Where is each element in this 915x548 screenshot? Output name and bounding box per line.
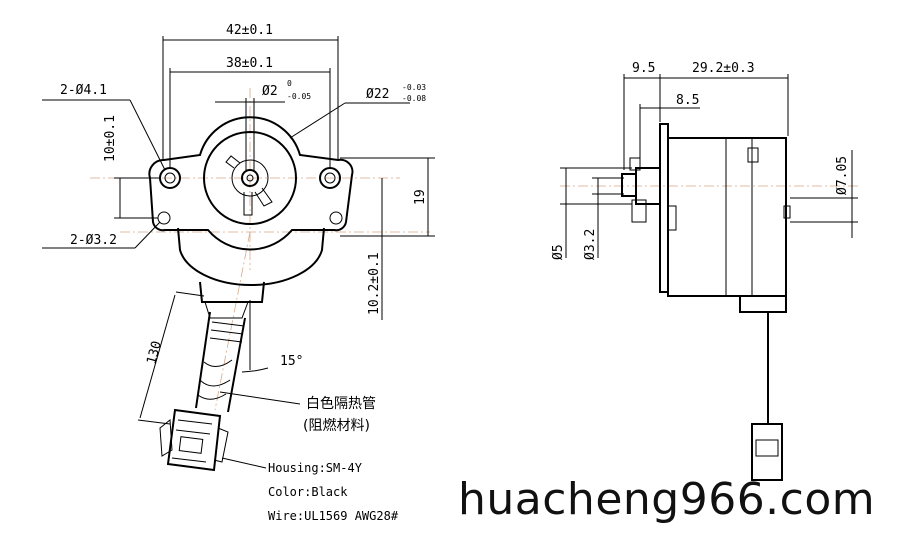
notes: 白色隔热管 (阻燃材料) Housing:SM-4Y Color:Black W… [268,395,399,523]
dim-10-text: 10±0.1 [103,115,118,162]
leader-sleeve-note [219,391,301,405]
note-housing: Housing:SM-4Y [268,461,363,475]
note-wire: Wire:UL1569 AWG28# [268,509,399,523]
flange-outline [148,116,354,251]
centerline-cable [214,231,251,411]
note-color: Color:Black [268,485,348,499]
ext-line-130-bottom [137,419,171,425]
leader-body-dia [289,102,346,139]
motor-body-lower [177,227,325,286]
dim-38-text: 38±0.1 [226,56,273,71]
front-view: 42±0.1 38±0.1 Ø2 0 -0.05 Ø22 -0.03 -0.08… [42,23,435,472]
side-flange-clip [667,205,677,231]
dim-body-text: Ø22 [366,87,389,102]
dim-body-tol-upper: -0.03 [402,83,426,92]
side-rear-box [739,295,787,313]
dim-8-5-text: 8.5 [676,93,699,108]
leader-holes-small [134,221,161,249]
dim-line-130 [139,294,176,419]
hub-blade-right [254,187,273,207]
dim-29-2-text: 29.2±0.3 [692,61,755,76]
connector-housing [159,408,229,472]
dim-shaft-text: Ø2 [262,84,278,99]
leader-holes-large [129,99,166,171]
dim-holes-small-text: 2-Ø3.2 [70,233,117,248]
side-connector-latch [755,439,779,457]
watermark: huacheng966.com [458,474,876,525]
side-shaft [621,173,637,197]
cable-gland-lower [204,301,249,319]
small-hole-right [329,211,343,225]
dim-d7-text: Ø7.05 [835,156,850,195]
hub-blade-left [225,155,241,169]
note-sleeve-line2: (阻燃材料) [303,417,370,434]
side-flange [659,123,669,293]
leader-housing-note [221,457,267,469]
side-hub-tab-top [629,157,641,171]
dim-19-text: 19 [413,189,428,205]
dim-10-2-text: 10.2±0.1 [367,252,382,315]
motor-body-circle [203,131,297,225]
dim-9-5-text: 9.5 [632,61,655,76]
ribbed-sleeve [195,311,246,413]
note-sleeve-line1: 白色隔热管 [306,395,376,412]
side-body-notch [747,147,759,163]
dim-130-text: 130 [144,339,165,366]
side-connector [751,423,783,481]
side-hub-tab-bottom [631,199,647,223]
shaft [241,169,259,187]
dim-shaft-tol-upper: 0 [287,79,292,88]
dim-42-text: 42±0.1 [226,23,273,38]
dim-d5-text: Ø5 [551,244,566,260]
cable-gland [199,281,265,303]
hub-blade-bottom [243,192,253,216]
side-rear-tab [783,205,791,219]
dim-holes-large-text: 2-Ø4.1 [60,83,107,98]
hub [231,159,269,197]
angle-arc [241,367,269,373]
shaft-center [246,174,254,182]
mount-hole-right-inner [324,172,336,184]
side-body [667,137,787,297]
dim-d3-text: Ø3.2 [583,229,598,260]
ext-line-130-top [175,291,205,297]
dim-angle-text: 15° [280,354,303,369]
side-view: 9.5 29.2±0.3 8.5 Ø5 Ø3.2 Ø7.05 [551,61,860,481]
mount-hole-left-inner [164,172,176,184]
dim-body-tol-lower: -0.08 [402,94,426,103]
dim-shaft-tol-lower: -0.05 [287,92,311,101]
